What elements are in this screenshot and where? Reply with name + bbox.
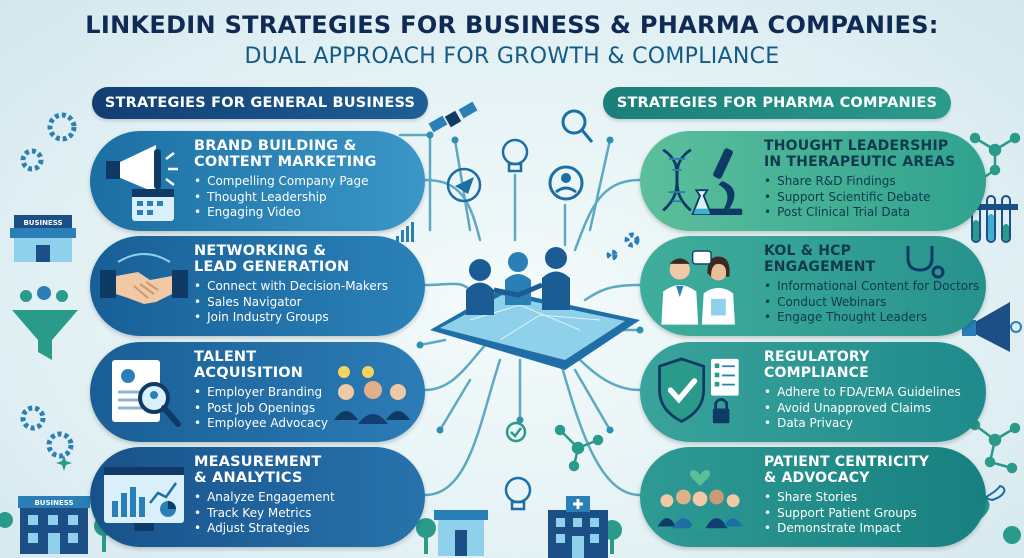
list-item: Avoid Unapproved Claims — [764, 401, 984, 417]
bullet-list: Employer Branding Post Job Openings Empl… — [194, 385, 422, 432]
list-item: Post Job Openings — [194, 401, 422, 417]
satellite-icon — [428, 101, 478, 133]
card-title: BRAND BUILDING & CONTENT MARKETING — [194, 138, 377, 170]
list-item: Track Key Metrics — [194, 506, 422, 522]
card-title: MEASUREMENT & ANALYTICS — [194, 454, 322, 486]
card-talent-acquisition: TALENT ACQUISITION Employer Branding Pos… — [90, 342, 425, 442]
list-item: Demonstrate Impact — [764, 521, 984, 537]
list-item: Engage Thought Leaders — [764, 310, 984, 326]
magnifier-icon — [561, 109, 594, 143]
list-item: Data Privacy — [764, 416, 984, 432]
list-item: Share Stories — [764, 490, 984, 506]
list-item: Employee Advocacy — [194, 416, 422, 432]
microscope-icon — [707, 148, 743, 216]
card-title: THOUGHT LEADERSHIP in THERAPEUTIC AREAS — [764, 138, 956, 170]
bullet-list: Analyze Engagement Track Key Metrics Adj… — [194, 490, 422, 537]
lock-icon — [712, 397, 730, 424]
list-item: Compelling Company Page — [194, 174, 422, 190]
list-item: Support Scientific Debate — [764, 190, 984, 206]
lightbulb-icon — [501, 138, 532, 511]
card-thought-leadership: THOUGHT LEADERSHIP in THERAPEUTIC AREAS … — [640, 131, 986, 231]
list-item: Adjust Strategies — [194, 521, 422, 537]
store-icon — [10, 215, 76, 262]
tablet-icon — [430, 247, 640, 370]
storefront-icon — [434, 510, 488, 556]
team-icon — [334, 366, 410, 424]
heart-icon — [689, 470, 711, 486]
card-regulatory-compliance: REGULATORY COMPLIANCE Adhere to FDA/EMA … — [640, 342, 986, 442]
bullet-list: Adhere to FDA/EMA Guidelines Avoid Unapp… — [764, 385, 984, 432]
list-item: Thought Leadership — [194, 190, 422, 206]
hospital-icon — [548, 496, 608, 558]
title-line-2: DUAL APPROACH FOR GROWTH & COMPLIANCE — [244, 44, 780, 69]
card-title: PATIENT CENTRICITY & ADVOCACY — [764, 454, 930, 486]
dna-microscope-icon — [662, 148, 743, 216]
connector-dots — [416, 131, 644, 434]
list-item: Support Patient Groups — [764, 506, 984, 522]
card-networking: NETWORKING & LEAD GENERATION Connect wit… — [90, 236, 425, 336]
gear-icon — [20, 112, 640, 459]
funnel-icon — [12, 286, 78, 360]
list-item: Engaging Video — [194, 205, 422, 221]
doctors-icon — [661, 250, 735, 325]
list-item: Employer Branding — [194, 385, 422, 401]
title-line-1: LINKEDIN STRATEGIES FOR BUSINESS & PHARM… — [85, 11, 939, 39]
magnifier-profile-icon — [112, 360, 181, 427]
office-building-icon — [18, 496, 90, 554]
bullet-list: Share Stories Support Patient Groups Dem… — [764, 490, 984, 537]
mini-bar-chart-icon — [396, 222, 414, 242]
molecule-icon — [969, 132, 1021, 186]
section-header-pharma: STRATEGIES FOR PHARMA COMPANIES — [603, 87, 951, 119]
profile-icon — [548, 165, 584, 201]
card-title: NETWORKING & LEAD GENERATION — [194, 243, 350, 275]
stethoscope-icon — [906, 246, 945, 279]
list-item: Sales Navigator — [194, 295, 422, 311]
bullet-list: Informational Content for Doctors Conduc… — [764, 279, 984, 326]
molecule-icon — [554, 424, 604, 472]
business-sign-bottom: BUSINESS — [34, 499, 73, 507]
molecule-icon — [969, 419, 1021, 474]
list-item: Analyze Engagement — [194, 490, 422, 506]
list-item: Informational Content for Doctors — [764, 279, 984, 295]
megaphone-icon — [106, 145, 178, 221]
card-title: KOL & HCP ENGAGEMENT — [764, 243, 876, 275]
page-title: LINKEDIN STRATEGIES FOR BUSINESS & PHARM… — [0, 10, 1024, 72]
card-patient-centricity: PATIENT CENTRICITY & ADVOCACY Share Stor… — [640, 447, 986, 547]
dashboard-icon — [104, 467, 184, 531]
list-item: Connect with Decision-Makers — [194, 279, 422, 295]
business-sign-top: BUSINESS — [23, 219, 62, 227]
handshake-icon — [100, 253, 188, 304]
list-item: Share R&D Findings — [764, 174, 984, 190]
list-item: Post Clinical Trial Data — [764, 205, 984, 221]
card-measurement-analytics: MEASUREMENT & ANALYTICS Analyze Engageme… — [90, 447, 425, 547]
dna-icon — [662, 148, 692, 212]
list-item: Conduct Webinars — [764, 295, 984, 311]
patients-icon — [657, 470, 743, 531]
check-icon — [505, 421, 527, 443]
list-item: Join Industry Groups — [194, 310, 422, 326]
bullet-list: Compelling Company Page Thought Leadersh… — [194, 174, 422, 221]
test-tubes-icon — [966, 195, 1018, 243]
card-title: REGULATORY COMPLIANCE — [764, 349, 870, 381]
paper-plane-icon — [446, 167, 482, 203]
section-header-general-business: STRATEGIES FOR GENERAL BUSINESS — [92, 87, 428, 119]
card-kol-hcp: KOL & HCP ENGAGEMENT Informational Conte… — [640, 236, 986, 336]
bullet-list: Connect with Decision-Makers Sales Navig… — [194, 279, 422, 326]
bullet-list: Share R&D Findings Support Scientific De… — [764, 174, 984, 221]
card-brand-building: BRAND BUILDING & CONTENT MARKETING Compe… — [90, 131, 425, 231]
shield-check-icon — [658, 357, 739, 424]
card-title: TALENT ACQUISITION — [194, 349, 304, 381]
list-item: Adhere to FDA/EMA Guidelines — [764, 385, 984, 401]
